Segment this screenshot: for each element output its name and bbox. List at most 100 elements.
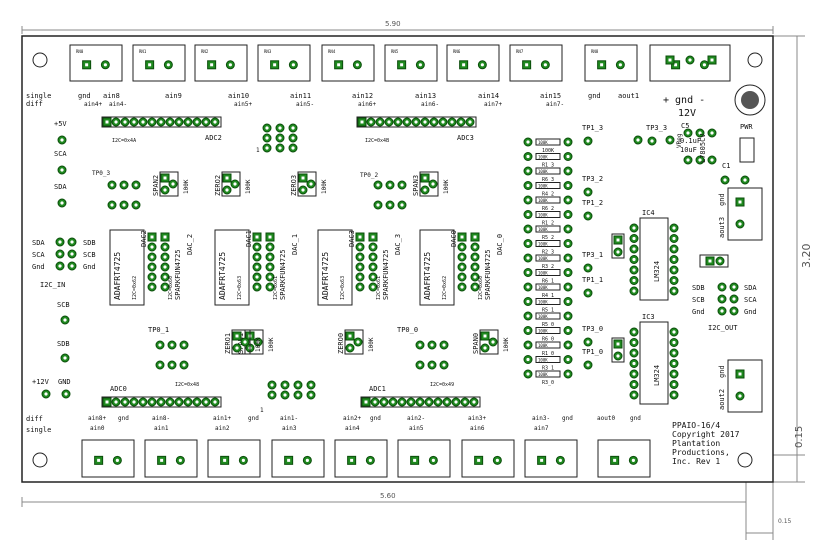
pad-drill — [672, 382, 676, 387]
pad-drill — [170, 363, 174, 367]
pad-drill — [540, 458, 544, 462]
pad-drill — [97, 458, 101, 462]
pad-drill — [672, 289, 676, 293]
i2c-in-label: Gnd — [32, 263, 45, 271]
dac-chip-label: ADAFRT4725 — [423, 252, 432, 300]
resistor-body — [535, 138, 561, 146]
pad-drill — [463, 400, 467, 404]
trim-pot-label: SPAN2 — [152, 175, 160, 196]
pad-drill — [632, 330, 636, 334]
bottom-pin-label: gnd — [118, 415, 129, 422]
pad-drill — [586, 190, 590, 194]
pad-drill — [123, 400, 127, 404]
pad-drill — [243, 340, 247, 344]
top-pin-label: ain15 — [540, 92, 561, 100]
resistor-ref: R3_2 — [542, 264, 554, 270]
pad-drill — [396, 120, 400, 124]
pad-drill — [358, 275, 362, 279]
bottom-terminal-block — [397, 439, 451, 478]
pad-drill — [256, 340, 260, 344]
pad-drill — [672, 340, 676, 345]
bottom-pin-label-alt: ain0 — [90, 425, 105, 432]
trim-pot — [221, 171, 241, 197]
pad-drill — [430, 363, 434, 367]
terminal-ref: RN3 — [264, 49, 272, 54]
pad-drill — [430, 343, 434, 347]
pad-drill — [291, 136, 295, 140]
pad-drill — [526, 198, 530, 202]
dac-addr-label: I2C=0x63 — [340, 276, 346, 300]
dac-name-label: DAC0 — [450, 230, 458, 247]
pad-drill — [491, 340, 495, 344]
pad-drill — [355, 63, 359, 67]
pad-drill — [195, 400, 199, 404]
pad-drill — [371, 275, 375, 279]
trim-pot-label: ZERO0 — [337, 333, 345, 354]
board-outline — [21, 35, 774, 483]
top-pin-label: gnd — [78, 92, 91, 100]
pad-drill — [632, 351, 636, 355]
pad-drill — [632, 372, 636, 376]
pad-drill — [418, 343, 422, 347]
top-pin-label-diff: ain4+ — [84, 101, 102, 108]
pad-drill — [60, 138, 64, 142]
pad-drill — [268, 275, 272, 279]
pad-drill — [566, 140, 570, 144]
resistor-value: 100K — [538, 343, 548, 348]
board-info-line: Plantation — [672, 439, 720, 448]
pad-drill — [223, 458, 227, 462]
pad-drill — [368, 458, 372, 462]
pad-drill — [710, 158, 714, 162]
pad-drill — [150, 245, 154, 249]
adc2-addr: I2C=0x4A — [112, 138, 136, 144]
resistor-body — [535, 196, 561, 204]
resistor-body — [535, 269, 561, 276]
resistor-ref: R5_1 — [542, 308, 554, 314]
trim-pot-value: 100K — [321, 179, 328, 194]
pad-drill — [63, 356, 67, 360]
top-pin-label-diff: ain5- — [296, 101, 314, 108]
i2c-out-label: SDA — [744, 284, 757, 292]
pad-drill — [710, 131, 714, 135]
pad-drill — [60, 168, 64, 172]
pad-drill — [432, 120, 436, 124]
pad-drill — [225, 176, 229, 180]
pad-drill — [672, 268, 676, 272]
diff-label: diff — [26, 415, 43, 423]
resistor-ref: R6_0 — [542, 337, 554, 343]
pad-drill — [163, 188, 167, 192]
pad-drill — [268, 285, 272, 289]
tp-label: TP0_0 — [397, 326, 418, 334]
pad-drill — [526, 328, 530, 333]
i2c-in-title: I2C_IN — [40, 281, 65, 289]
bottom-pin-label: ain3+ — [468, 415, 486, 422]
resistor-ref: 100K — [542, 148, 554, 154]
dim-edge-offset-h: 0.15 — [778, 518, 792, 525]
tp-label: TP3_1 — [582, 251, 603, 259]
trim-pot — [231, 329, 251, 355]
bottom-pin-label: ain3- — [532, 415, 550, 422]
jumper-pin1: 1 — [256, 147, 260, 154]
aout-label: aout3 — [718, 217, 726, 238]
pad-drill — [159, 120, 163, 124]
pad-drill — [268, 265, 272, 269]
pad-drill — [58, 252, 62, 256]
dac-b-name-label: DAC_3 — [394, 234, 402, 255]
pad-drill — [376, 203, 380, 207]
pad-drill — [566, 343, 570, 347]
pad-drill — [63, 318, 67, 322]
pad-drill — [105, 400, 109, 404]
dac-addr-b-label: I2C=0x60 — [168, 276, 174, 300]
pad-drill — [70, 252, 74, 256]
pad-drill — [526, 357, 530, 362]
pad-drill — [442, 343, 446, 347]
pad-drill — [278, 146, 282, 150]
sparkfun-label: SPARKFUN4725 — [279, 249, 287, 300]
pad-drill — [431, 182, 435, 186]
pad-drill — [255, 285, 259, 289]
adc2-header — [101, 116, 222, 128]
i2c-in-label: SCA — [32, 251, 45, 259]
pad-drill — [720, 285, 724, 289]
dim-height: 3.20 — [800, 244, 813, 269]
pad-drill — [566, 270, 570, 275]
